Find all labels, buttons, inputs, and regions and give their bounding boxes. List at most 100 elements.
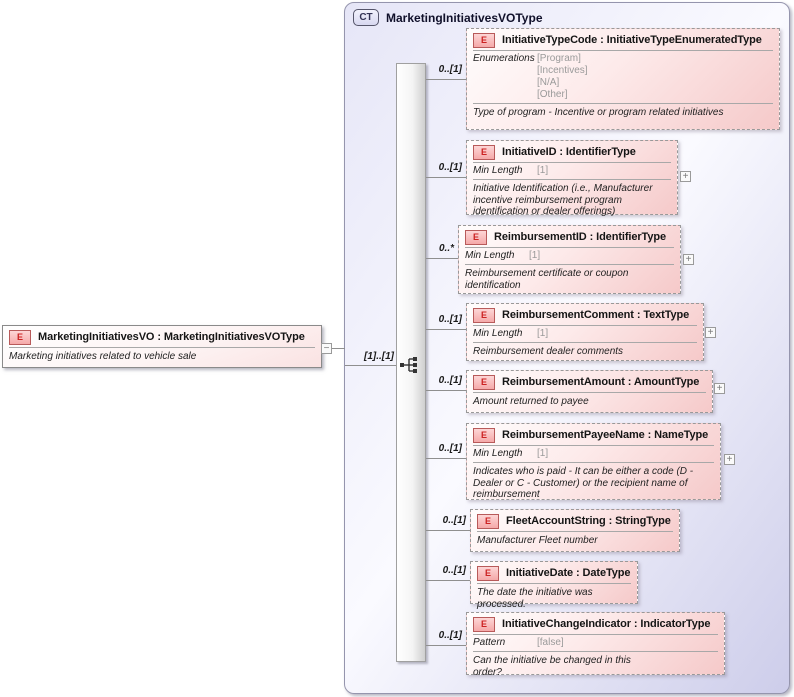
- element-box-reimbursement-payee-name[interactable]: E ReimbursementPayeeName : NameType Min …: [466, 423, 721, 500]
- connector-line: [426, 177, 466, 178]
- divider: [473, 162, 671, 163]
- expand-button[interactable]: +: [705, 327, 716, 338]
- complex-type-title: MarketingInitiativesVOType: [386, 10, 543, 25]
- divider: [477, 531, 673, 532]
- element-box-initiative-change-indicator[interactable]: E InitiativeChangeIndicator : IndicatorT…: [466, 612, 725, 678]
- facet-label: Pattern: [473, 637, 506, 648]
- facet-value: [1]: [537, 165, 549, 176]
- divider: [465, 247, 674, 248]
- facet-label: Min Length: [473, 328, 523, 339]
- element-badge-icon: E: [473, 32, 495, 48]
- element-title: InitiativeTypeCode : InitiativeTypeEnume…: [502, 34, 762, 46]
- connector-line: [426, 329, 466, 330]
- connector-line: [426, 580, 470, 581]
- facet-value: [Incentives]: [537, 65, 588, 76]
- connector-line: [426, 390, 466, 391]
- connector-line: [426, 645, 466, 646]
- element-box-reimbursement-id[interactable]: E ReimbursementID : IdentifierType Min L…: [458, 225, 681, 294]
- cardinality-label: 0..[1]: [438, 375, 462, 386]
- sequence-icon[interactable]: [400, 356, 422, 374]
- element-description: Manufacturer Fleet number: [477, 535, 598, 546]
- cardinality-label: 0..[1]: [442, 565, 466, 576]
- cardinality-label: 0..[1]: [438, 162, 462, 173]
- element-box-marketing-initiatives-vo[interactable]: E MarketingInitiativesVO : MarketingInit…: [2, 325, 322, 368]
- connector-line: [426, 458, 466, 459]
- divider: [473, 651, 718, 652]
- element-description: Marketing initiatives related to vehicle…: [9, 351, 197, 362]
- element-description: Reimbursement certificate or coupon iden…: [465, 268, 629, 291]
- element-badge-icon: E: [9, 329, 31, 345]
- facet-value: [N/A]: [537, 77, 560, 88]
- divider: [9, 347, 315, 348]
- element-title: MarketingInitiativesVO : MarketingInitia…: [38, 331, 305, 343]
- divider: [473, 50, 773, 51]
- divider: [473, 462, 714, 463]
- element-badge-icon: E: [477, 513, 499, 529]
- cardinality-label: 0..[1]: [438, 314, 462, 325]
- cardinality-label: 0..[1]: [442, 515, 466, 526]
- cardinality-label: 0..[1]: [438, 64, 462, 75]
- element-badge-icon: E: [477, 565, 499, 581]
- facet-value: [false]: [537, 637, 564, 648]
- divider: [473, 103, 773, 104]
- element-description: Can the initiative be changed in this or…: [473, 655, 631, 678]
- connector-line: [426, 258, 458, 259]
- facet-label: Min Length: [473, 448, 523, 459]
- element-description: The date the initiative was processed.: [477, 587, 593, 610]
- element-description: Type of program - Incentive or program r…: [473, 107, 724, 118]
- element-description: Indicates who is paid - It can be either…: [473, 466, 694, 500]
- divider: [473, 445, 714, 446]
- element-box-initiative-date[interactable]: E InitiativeDate : DateType The date the…: [470, 561, 638, 610]
- facet-value: [Program]: [537, 53, 581, 64]
- facet-value: [1]: [529, 250, 541, 261]
- complex-type-header: CT MarketingInitiativesVOType: [353, 9, 543, 26]
- divider: [473, 392, 706, 393]
- element-box-initiative-id[interactable]: E InitiativeID : IdentifierType Min Leng…: [466, 140, 678, 217]
- facet-value: [Other]: [537, 89, 568, 100]
- element-badge-icon: E: [465, 229, 487, 245]
- expand-button[interactable]: +: [680, 171, 691, 182]
- connector-line: [426, 79, 466, 80]
- element-title: ReimbursementPayeeName : NameType: [502, 429, 709, 441]
- element-box-reimbursement-amount[interactable]: E ReimbursementAmount : AmountType Amoun…: [466, 370, 713, 413]
- divider: [473, 342, 697, 343]
- divider: [473, 634, 718, 635]
- element-title: ReimbursementAmount : AmountType: [502, 376, 700, 388]
- collapse-button[interactable]: −: [321, 343, 332, 354]
- element-description: Initiative Identification (i.e., Manufac…: [473, 183, 653, 217]
- element-description: Amount returned to payee: [473, 396, 589, 407]
- element-badge-icon: E: [473, 307, 495, 323]
- facet-label: Min Length: [465, 250, 515, 261]
- facet-value: [1]: [537, 328, 549, 339]
- element-box-initiative-type-code[interactable]: E InitiativeTypeCode : InitiativeTypeEnu…: [466, 28, 780, 130]
- divider: [473, 325, 697, 326]
- element-title: FleetAccountString : StringType: [506, 515, 671, 527]
- element-box-reimbursement-comment[interactable]: E ReimbursementComment : TextType Min Le…: [466, 303, 704, 361]
- cardinality-label: 0..*: [438, 243, 454, 254]
- connector-line: [426, 530, 470, 531]
- element-badge-icon: E: [473, 144, 495, 160]
- element-description: Reimbursement dealer comments: [473, 346, 624, 357]
- facet-label: Min Length: [473, 165, 523, 176]
- element-badge-icon: E: [473, 427, 495, 443]
- expand-button[interactable]: +: [724, 454, 735, 465]
- element-title: InitiativeDate : DateType: [506, 567, 631, 579]
- divider: [477, 583, 631, 584]
- cardinality-label: 0..[1]: [438, 443, 462, 454]
- element-title: ReimbursementComment : TextType: [502, 309, 690, 321]
- element-title: ReimbursementID : IdentifierType: [494, 231, 667, 243]
- expand-button[interactable]: +: [683, 254, 694, 265]
- facet-value: [1]: [537, 448, 549, 459]
- element-box-fleet-account-string[interactable]: E FleetAccountString : StringType Manufa…: [470, 509, 680, 552]
- divider: [465, 264, 674, 265]
- connector-line: [345, 365, 397, 366]
- cardinality-label: [1]..[1]: [364, 351, 394, 362]
- element-title: InitiativeChangeIndicator : IndicatorTyp…: [502, 618, 711, 630]
- element-badge-icon: E: [473, 374, 495, 390]
- complex-type-badge-icon: CT: [353, 9, 379, 26]
- facet-label: Enumerations: [473, 53, 535, 64]
- divider: [473, 179, 671, 180]
- cardinality-label: 0..[1]: [438, 630, 462, 641]
- expand-button[interactable]: +: [714, 383, 725, 394]
